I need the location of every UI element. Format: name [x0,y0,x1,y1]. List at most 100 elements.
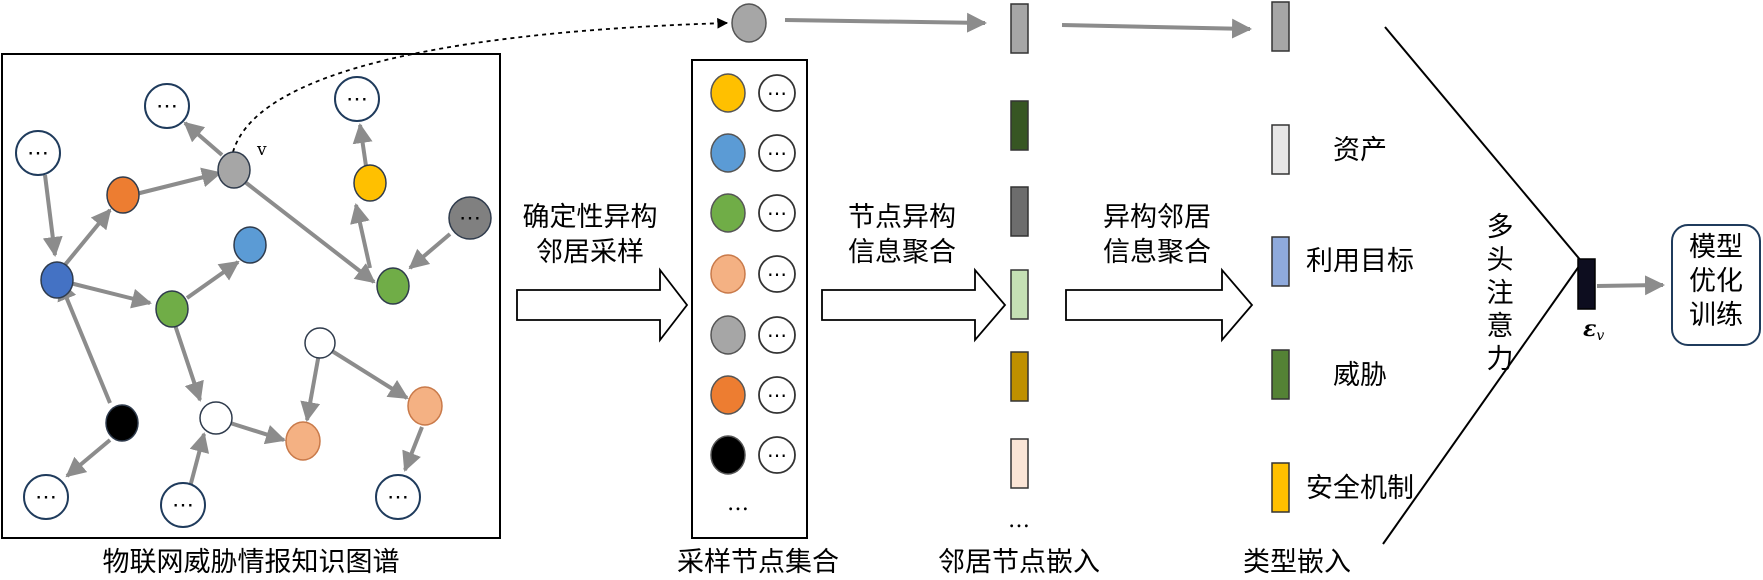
training-label: 模型 优化 训练 [1689,232,1743,331]
sample-node [710,315,746,355]
type-embedding-threat [1271,349,1290,400]
sample-link-curve [232,17,729,153]
kg-unknown-node [160,482,206,528]
neighbor-embedding [1010,186,1029,237]
attention-char: 头 [1487,245,1514,276]
kg-node [105,404,139,442]
attention-char: 力 [1487,344,1514,375]
kg-unknown-text: ⋯ [172,493,194,518]
sampling-arrow [516,267,689,343]
kg-unknown-node [23,474,69,520]
kg-node [285,421,321,461]
kg-unknown-text: ⋯ [459,206,481,231]
kg-nodes [40,151,492,461]
neighbor-embeddings [1010,3,1029,489]
sampled-v-node [731,3,767,43]
type-embeddings [1271,1,1290,513]
sample-unknown-text: ⋯ [767,201,787,225]
attention-char: 意 [1487,311,1514,342]
type-embedding-exploit-target [1271,236,1290,287]
sample-unknown-text: ⋯ [767,141,787,165]
sample-unknown-text: ⋯ [767,81,787,105]
kg-unknown-text: ⋯ [35,485,57,510]
attention-char: 多 [1487,212,1514,243]
neighbor-embedding [1010,3,1029,54]
attention-line-top [1384,26,1583,263]
neighbor-embed-caption: 邻居节点嵌入 [938,547,1100,578]
sample-node [710,435,746,475]
node-agg-label-2: 信息聚合 [848,237,956,268]
neighbor-embed-ellipsis: … [1008,508,1030,533]
kg-node [376,267,410,305]
neighbor-embedding [1010,100,1029,151]
type-embedding-security-mechanism [1271,462,1290,513]
kg-unknown-nodes [15,76,421,528]
kg-node [304,327,336,359]
kg-unknown-node [334,76,380,122]
top-arrow-1 [784,12,987,33]
sample-unknown-text: ⋯ [767,443,787,467]
kg-node [233,226,267,264]
type-label-threat: 威胁 [1333,360,1387,391]
sample-node [710,375,746,415]
sample-set-unknown [758,74,796,474]
sample-set-unknown-texts: ⋯ ⋯ ⋯ ⋯ ⋯ ⋯ ⋯ [767,81,787,467]
sample-node [710,254,746,294]
type-embedding-v [1271,1,1290,52]
kg-node [448,196,492,240]
sampling-step-label-2: 邻居采样 [536,237,644,268]
node-agg-label-1: 节点异构 [848,202,956,233]
sample-set-nodes [710,73,746,475]
type-label-exploit-target: 利用目标 [1306,246,1414,277]
attention-line-bottom [1382,261,1583,545]
type-label-asset: 资产 [1333,135,1387,166]
neighbor-embedding [1010,269,1029,320]
kg-node [106,176,140,214]
type-embed-caption: 类型嵌入 [1243,547,1351,578]
neighbor-embedding [1010,351,1029,402]
kg-panel [1,53,501,539]
kg-unknown-node [15,130,61,176]
training-box [1671,224,1761,346]
kg-node [155,290,189,328]
node-agg-arrow [821,267,1007,343]
attention-char: 注 [1487,278,1514,309]
type-label-security-mechanism: 安全机制 [1306,473,1414,504]
kg-node-v [217,151,251,189]
sample-unknown-text: ⋯ [767,262,787,286]
sample-set-ellipsis: … [727,491,749,516]
kg-edges [42,121,452,488]
kg-node [40,261,74,299]
top-arrow-2 [1061,18,1252,39]
sample-node [710,73,746,113]
kg-caption: 物联网威胁情报知识图谱 [103,547,400,578]
output-symbol: εv [1583,316,1604,344]
kg-node [353,164,387,202]
training-arrow [1596,275,1665,296]
kg-unknown-node [375,474,421,520]
sampling-step-label-1: 确定性异构 [523,202,658,233]
kg-node [407,386,443,426]
type-embedding-asset [1271,124,1290,175]
sample-unknown-text: ⋯ [767,383,787,407]
sample-set-panel [691,59,808,539]
sample-node [710,133,746,173]
training-label-line: 模型 [1689,232,1743,263]
hetero-agg-label-1: 异构邻居 [1103,202,1211,233]
kg-unknown-node [144,83,190,129]
neighbor-embedding [1010,438,1029,489]
kg-unknown-texts: ⋯ ⋯ ⋯ ⋯ ⋯ ⋯ ⋯ [27,87,481,518]
output-embedding [1577,258,1596,310]
kg-unknown-text: ⋯ [387,485,409,510]
sample-set-caption: 采样节点集合 [677,547,839,578]
training-label-line: 训练 [1689,300,1743,331]
training-label-line: 优化 [1689,266,1743,297]
kg-unknown-text: ⋯ [27,141,49,166]
sample-node [710,193,746,233]
kg-node-v-label: v [256,140,267,160]
sample-unknown-text: ⋯ [767,323,787,347]
kg-unknown-text: ⋯ [346,87,368,112]
kg-unknown-text: ⋯ [156,94,178,119]
attention-label: 多 头 注 意 力 [1487,212,1514,375]
